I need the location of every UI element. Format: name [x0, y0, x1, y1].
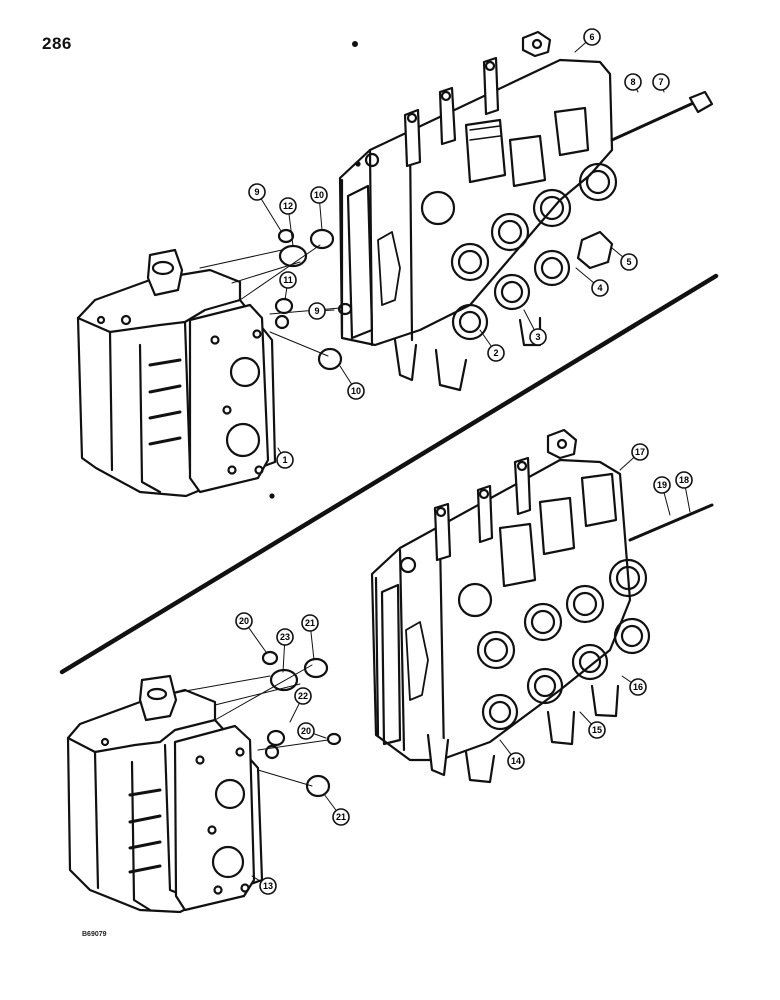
callout-13: 13	[259, 877, 277, 895]
svg-text:10: 10	[314, 190, 324, 200]
callout-11: 11	[279, 271, 297, 289]
svg-text:9: 9	[314, 306, 319, 316]
svg-text:2: 2	[493, 348, 498, 358]
page-number: 286	[42, 34, 72, 53]
callout-21: 21	[301, 614, 319, 632]
callout-9b: 9	[308, 302, 326, 320]
svg-text:1: 1	[282, 455, 287, 465]
callout-20b: 20	[297, 722, 315, 740]
svg-text:18: 18	[679, 475, 689, 485]
callout-20: 20	[235, 612, 253, 630]
callouts: 1 2 3 4 5 6 7 8 9 10 11 12 9 10 13 14 15…	[235, 28, 693, 895]
callout-19: 19	[653, 476, 671, 494]
callout-5: 5	[620, 253, 638, 271]
callout-9: 9	[248, 183, 266, 201]
callout-3: 3	[529, 328, 547, 346]
callout-21b: 21	[332, 808, 350, 826]
callout-15: 15	[588, 721, 606, 739]
svg-text:4: 4	[597, 283, 602, 293]
end-cover-upper	[76, 248, 277, 499]
seal-rings-lower	[179, 650, 342, 798]
seal-rings-upper	[199, 228, 353, 371]
callout-10: 10	[310, 186, 328, 204]
callout-22: 22	[294, 687, 312, 705]
end-cover-lower	[66, 674, 264, 914]
callout-7: 7	[652, 73, 670, 91]
callout-16: 16	[629, 678, 647, 696]
svg-text:10: 10	[351, 386, 361, 396]
callout-10b: 10	[347, 382, 365, 400]
svg-text:20: 20	[239, 616, 249, 626]
svg-text:13: 13	[263, 881, 273, 891]
callout-8: 8	[624, 73, 642, 91]
callout-14: 14	[507, 752, 525, 770]
svg-text:22: 22	[298, 691, 308, 701]
svg-text:21: 21	[336, 812, 346, 822]
svg-text:19: 19	[657, 480, 667, 490]
svg-text:12: 12	[283, 201, 293, 211]
svg-text:17: 17	[635, 447, 645, 457]
callout-18: 18	[675, 471, 693, 489]
svg-text:8: 8	[630, 77, 635, 87]
callout-4: 4	[591, 279, 609, 297]
svg-text:5: 5	[626, 257, 631, 267]
svg-text:7: 7	[658, 77, 663, 87]
svg-text:23: 23	[280, 632, 290, 642]
svg-text:3: 3	[535, 332, 540, 342]
valve-bank-upper	[338, 30, 714, 392]
svg-text:21: 21	[305, 618, 315, 628]
callout-17: 17	[631, 443, 649, 461]
svg-text:6: 6	[589, 32, 594, 42]
callout-12: 12	[279, 197, 297, 215]
svg-text:14: 14	[511, 756, 521, 766]
svg-text:9: 9	[254, 187, 259, 197]
callout-23: 23	[276, 628, 294, 646]
callout-1: 1	[276, 451, 294, 469]
svg-text:11: 11	[283, 275, 293, 285]
ink-dot	[352, 41, 358, 47]
callout-6: 6	[583, 28, 601, 46]
svg-text:15: 15	[592, 725, 602, 735]
valve-bank-lower	[370, 428, 714, 784]
svg-text:20: 20	[301, 726, 311, 736]
svg-text:16: 16	[633, 682, 643, 692]
callout-2: 2	[487, 344, 505, 362]
figure-code: B69079	[82, 931, 107, 938]
divider-line	[59, 273, 719, 675]
